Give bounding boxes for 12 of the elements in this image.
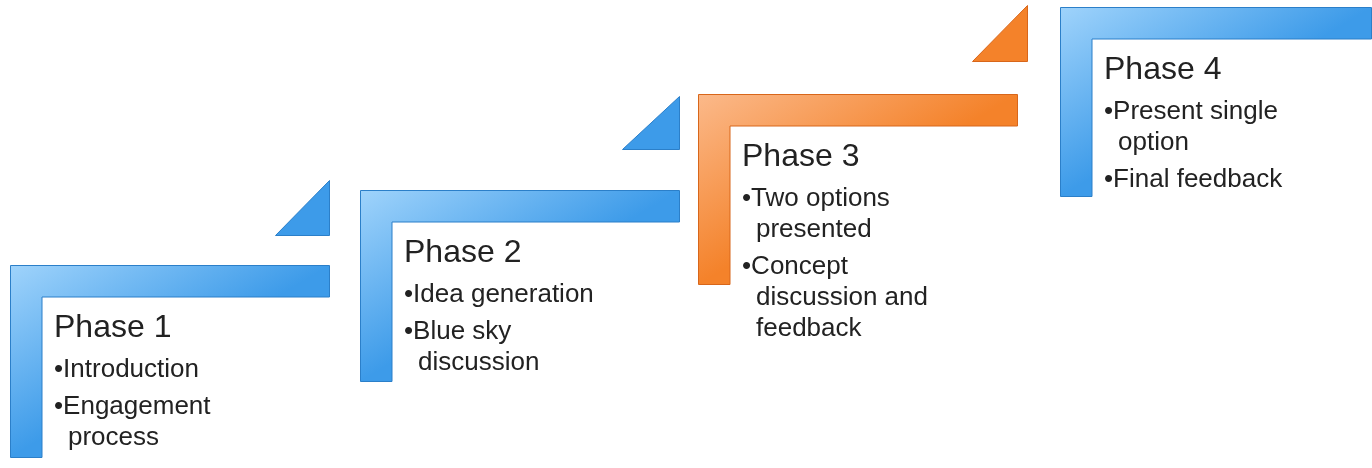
phase-heading: Phase 4: [1104, 49, 1222, 87]
bullet-item: •Blue sky discussion: [404, 315, 541, 377]
bullet-item: •Engagement process: [54, 390, 212, 452]
bullet-item: •Final feedback: [1104, 163, 1284, 194]
bullet-item: •Concept discussion and feedback: [742, 250, 929, 343]
bullet-item: •Present single option: [1104, 95, 1279, 157]
bullet-item: •Idea generation: [404, 278, 595, 309]
phase-heading: Phase 1: [54, 307, 172, 345]
phase-heading: Phase 2: [404, 232, 522, 270]
bullet-item: •Two options presented: [742, 182, 891, 244]
bullet-item: •Introduction: [54, 353, 200, 384]
phase-heading: Phase 3: [742, 136, 860, 174]
